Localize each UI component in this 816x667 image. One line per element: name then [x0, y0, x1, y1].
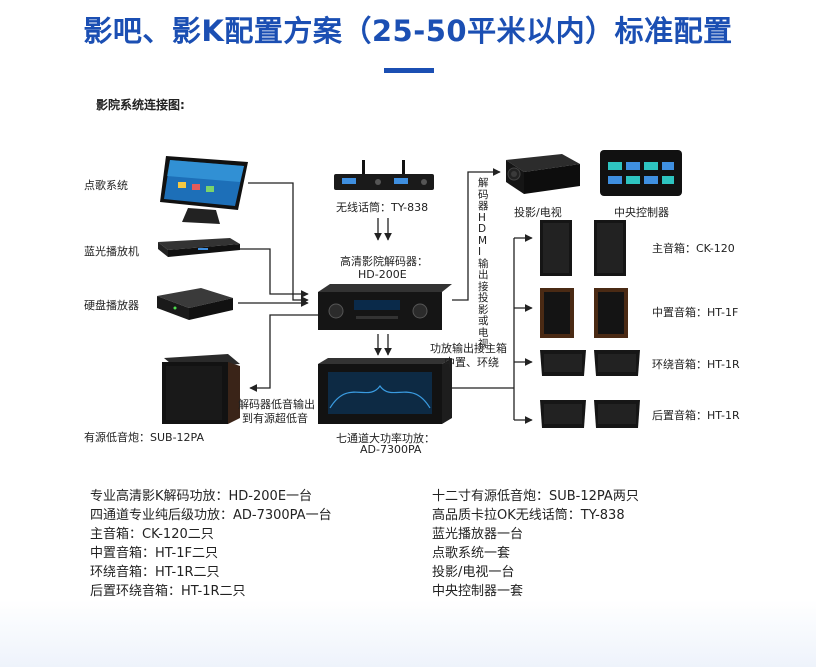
label-decoder-1: 高清影院解码器：: [340, 255, 428, 268]
label-mic: 无线话筒：TY-838: [336, 201, 429, 214]
config-item: 四通道专业纯后级功放：AD-7300PA一台: [90, 508, 332, 523]
config-item: 蓝光播放器一台: [432, 527, 524, 542]
config-item: 高品质卡拉OK无线话筒：TY-838: [432, 508, 625, 523]
label-decoder-2: HD-200E: [358, 268, 407, 281]
wire-hdmi: [452, 168, 501, 301]
config-item: 专业高清影K解码功放：HD-200E一台: [90, 489, 313, 504]
config-item: 点歌系统一套: [432, 546, 511, 561]
main-speakers: [540, 220, 626, 276]
config-list-left: 专业高清影K解码功放：HD-200E一台 四通道专业纯后级功放：AD-7300P…: [90, 487, 332, 601]
config-item: 中央控制器一套: [432, 584, 524, 599]
label-rear-spk: 后置音箱：HT-1R: [652, 409, 740, 422]
note-amp-out-1: 功放输出接主箱: [430, 342, 507, 355]
background-shade: [0, 600, 816, 667]
surround-speakers: [540, 350, 640, 376]
wire-bluray: [238, 248, 309, 298]
label-amp-2: AD-7300PA: [360, 443, 422, 456]
label-subwoofer: 有源低音炮：SUB-12PA: [84, 431, 205, 444]
projector: [506, 154, 580, 194]
label-projector: 投影/电视: [514, 206, 562, 219]
label-surround-spk: 环绕音箱：HT-1R: [652, 358, 740, 371]
note-amp-out-2: 中置、环绕: [444, 356, 499, 369]
config-item: 十二寸有源低音炮：SUB-12PA两只: [432, 489, 639, 504]
config-item: 投影/电视一台: [432, 565, 515, 580]
config-item: 中置音箱：HT-1F二只: [90, 546, 218, 561]
rear-speakers: [540, 400, 640, 428]
config-item: 后置环绕音箱：HT-1R二只: [90, 584, 246, 599]
page-title: 影吧、影K配置方案（25-50平米以内）标准配置: [83, 14, 733, 48]
diagram-subtitle: 影院系统连接图:: [96, 98, 185, 112]
label-controller: 中央控制器: [614, 206, 669, 219]
hdd-player: [157, 288, 233, 320]
note-sub-out-1: 解码器低音输出: [238, 398, 315, 411]
wireless-mic-receiver: [334, 160, 434, 190]
config-list-right: 十二寸有源低音炮：SUB-12PA两只 高品质卡拉OK无线话筒：TY-838 蓝…: [432, 487, 639, 601]
title-underline: [384, 68, 434, 73]
hd-decoder: [318, 284, 452, 330]
label-hdd: 硬盘播放器: [84, 299, 139, 312]
power-amplifier: [318, 358, 452, 424]
label-bluray: 蓝光播放机: [84, 245, 139, 258]
subwoofer: [162, 354, 240, 424]
song-system-tablet: [160, 156, 248, 224]
bluray-player: [158, 238, 240, 257]
note-sub-out-2: 到有源超低音: [242, 412, 308, 425]
config-item: 主音箱：CK-120二只: [90, 527, 214, 542]
wire-subwoofer: [249, 314, 318, 392]
note-hdmi: 解码器HDMI输出接投影或电视: [478, 177, 489, 350]
wire-song-system: [248, 182, 309, 304]
label-song-system: 点歌系统: [84, 179, 128, 192]
config-item: 环绕音箱：HT-1R二只: [90, 565, 220, 580]
central-controller: [600, 150, 682, 196]
center-speakers: [540, 288, 628, 338]
label-center-spk: 中置音箱：HT-1F: [652, 306, 739, 319]
label-main-spk: 主音箱：CK-120: [652, 242, 735, 255]
label-amp-1: 七通道大功率功放：: [336, 432, 435, 445]
